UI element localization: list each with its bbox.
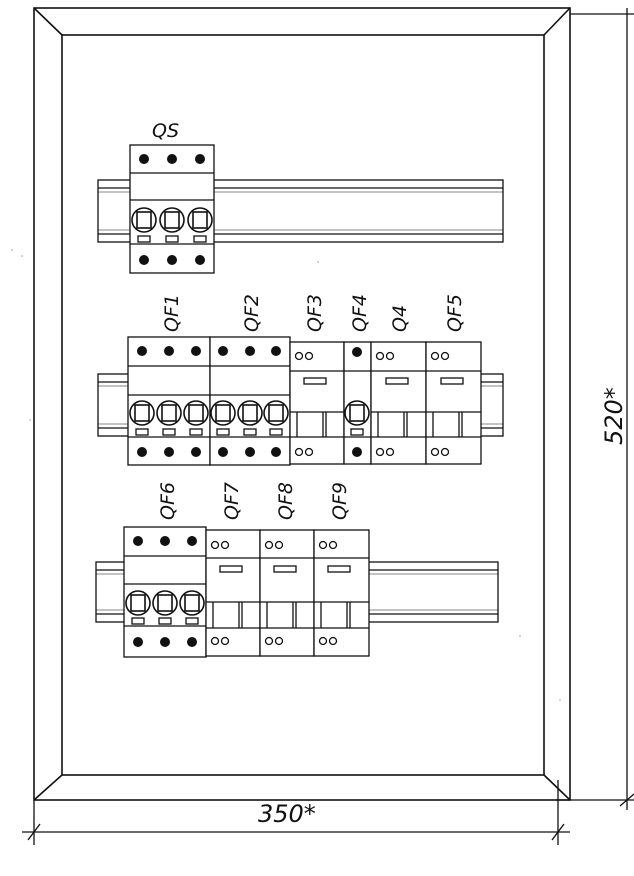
breaker-qf7 [205,529,261,657]
label-qf6: QF6 [157,482,179,520]
dimension-lines [22,8,634,845]
label-qf5: QF5 [444,294,466,332]
switch-q4 [370,341,427,465]
breaker-qf8 [259,529,315,657]
label-qf9: QF9 [329,482,351,520]
width-dimension-label: 350* [258,800,316,828]
label-qf2: QF2 [241,294,263,332]
scan-specks [11,249,561,701]
frame-bevel-top-left [33,7,63,36]
enclosure-frame [33,7,571,801]
label-qf8: QF8 [275,482,297,520]
height-tick-bottom [619,793,634,807]
frame-bevel-bottom-right [543,774,571,801]
enclosure-outer-border [33,7,571,801]
label-qf1: QF1 [161,294,183,332]
breaker-qf9 [313,529,370,657]
switch-qs [129,144,215,274]
breaker-qf5 [425,341,482,465]
label-q4: Q4 [389,305,411,332]
label-qf4: QF4 [349,294,371,332]
width-tick-left [27,823,41,841]
frame-bevel-bottom-left [33,774,63,801]
breaker-qf2 [209,336,291,466]
height-dimension-label: 520* [600,387,628,445]
breaker-qf3 [289,341,345,465]
breaker-qf6 [123,526,207,658]
enclosure-inner-border [61,34,545,776]
width-tick-right [551,823,565,841]
frame-bevel-top-right [543,7,571,36]
breaker-qf1 [127,336,211,466]
label-qs: QS [152,120,179,142]
breaker-qf4 [343,341,372,465]
label-qf3: QF3 [304,294,326,332]
label-qf7: QF7 [221,482,243,520]
